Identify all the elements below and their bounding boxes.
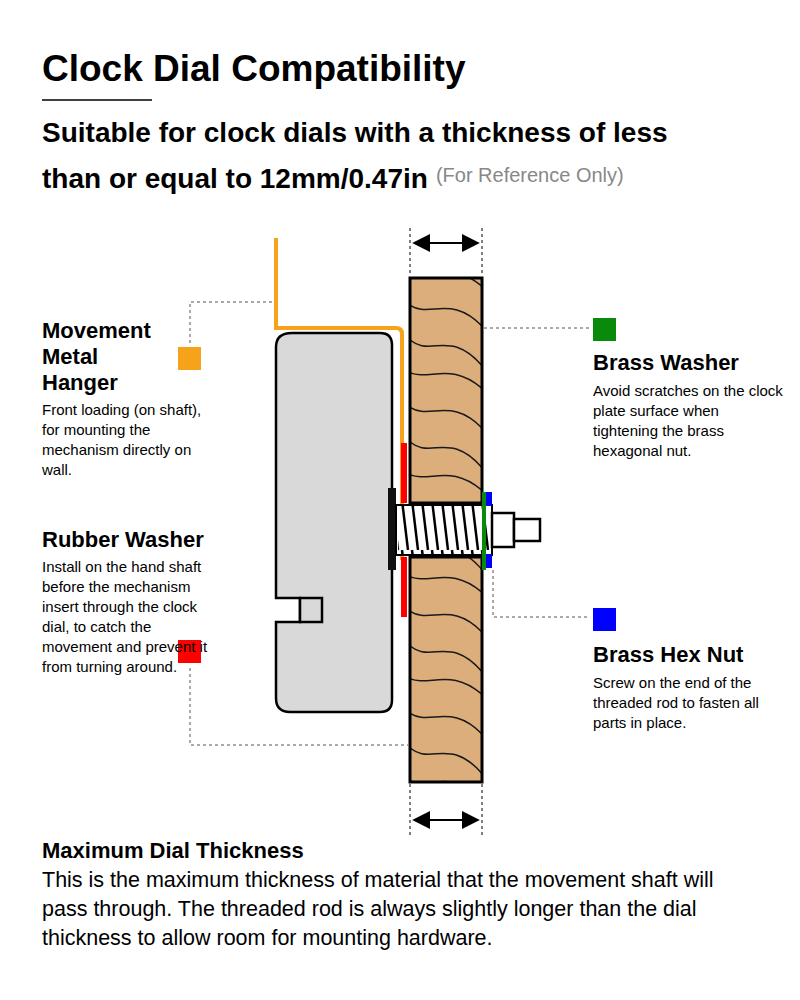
clock-movement: [276, 333, 392, 712]
legend-swatch: [178, 347, 201, 370]
callout-heading: Brass Washer: [593, 350, 793, 376]
hex-nut: [486, 492, 492, 506]
callout-body: Avoid scratches on the clock plate surfa…: [593, 381, 783, 461]
threaded-rod: [396, 505, 540, 555]
title-underline: [42, 99, 152, 101]
callout-heading: Rubber Washer: [42, 527, 262, 553]
metal-hanger: [276, 238, 402, 560]
dimension-arrow: [414, 819, 478, 821]
section-body: This is the maximum thickness of materia…: [42, 866, 762, 953]
callout-heading: Movement Metal Hanger: [42, 318, 172, 396]
reference-note: (For Reference Only): [436, 164, 624, 187]
page-title: Clock Dial Compatibility: [42, 48, 466, 90]
leader-line: [190, 302, 590, 745]
callout-body: Screw on the end of the threaded rod to …: [593, 673, 783, 733]
rubber-washer: [401, 557, 407, 617]
dimension-arrow: [414, 242, 478, 244]
callout-heading: Brass Hex Nut: [593, 642, 793, 668]
brass-washer: [482, 492, 486, 570]
legend-swatch: [593, 318, 616, 341]
shaft-base: [388, 488, 396, 570]
rubber-washer: [401, 443, 407, 503]
legend-swatch: [593, 608, 616, 631]
callout-body: Front loading (on shaft), for mounting t…: [42, 400, 202, 480]
section-heading: Maximum Dial Thickness: [42, 838, 304, 864]
subtitle-block: Suitable for clock dials with a thicknes…: [42, 110, 732, 202]
callout-body: Install on the hand shaft before the mec…: [42, 557, 220, 677]
hex-nut: [486, 554, 492, 568]
